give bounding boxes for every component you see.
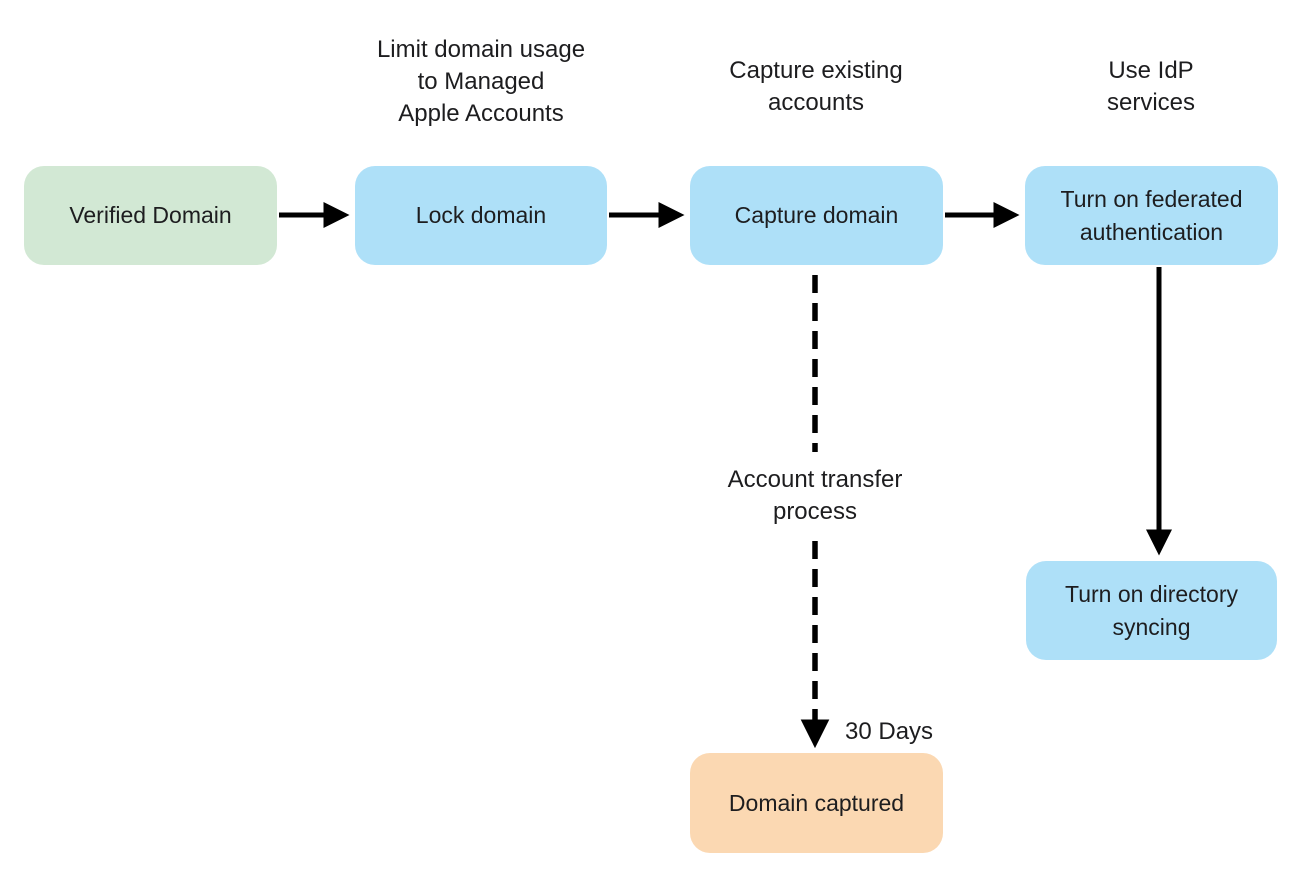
annotation-capture-existing-accounts: Capture existing accounts (729, 57, 903, 116)
annotation-use-idp-services: Use IdP services (1106, 57, 1196, 116)
annotation-limit-domain-usage: Limit domain usage to Managed Apple Acco… (376, 36, 586, 127)
node-domain-captured: Domain captured (690, 753, 943, 853)
node-verified-domain: Verified Domain (24, 166, 277, 265)
node-turn-on-federated-authentication: Turn on federated authentication (1025, 166, 1278, 265)
annotation-account-transfer-process: Account transfer process (727, 466, 903, 525)
node-lock-domain: Lock domain (355, 166, 607, 265)
annotation-30-days: 30 Days (845, 718, 934, 745)
node-turn-on-directory-syncing: Turn on directory syncing (1026, 561, 1277, 660)
node-capture-domain: Capture domain (690, 166, 943, 265)
